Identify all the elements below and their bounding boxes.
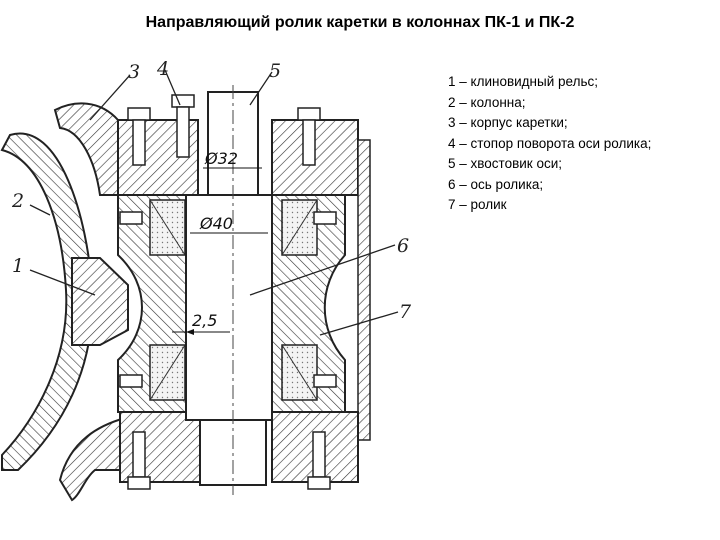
callout-1: 1 [12,255,24,277]
callout-6: 6 [397,235,409,257]
dimension-axle-diameter: Ø40 [199,214,233,233]
legend-item-4: 4 – стопор поворота оси ролика; [448,135,652,151]
bolts [119,94,337,490]
dimension-offset: 2,5 [192,311,217,330]
callout-3: 3 [128,61,140,83]
leader-lines [29,69,399,336]
diagram-title: Направляющий ролик каретки в колоннах ПК… [145,14,575,31]
legend-item-2: 2 – колонна; [448,94,526,110]
bearings [149,199,318,401]
dimension-shank-diameter: Ø32 [204,149,238,168]
legend-item-3: 3 – корпус каретки; [448,115,568,130]
callout-5: 5 [269,60,281,82]
legend: 1 – клиновидный рельс; 2 – колонна; 3 – … [448,72,651,216]
column-section [0,132,94,471]
legend-item-5: 5 – хвостовик оси; [448,156,563,171]
wedge-rail [71,257,129,346]
legend-item-6: 6 – ось ролика; [448,176,544,192]
legend-item-1: 1 – клиновидный рельс; [448,74,598,89]
callout-2: 2 [11,190,24,212]
callout-4: 4 [156,58,169,80]
legend-item-7: 7 – ролик [448,197,507,212]
callout-7: 7 [399,301,412,323]
dimension-lines [172,167,268,335]
